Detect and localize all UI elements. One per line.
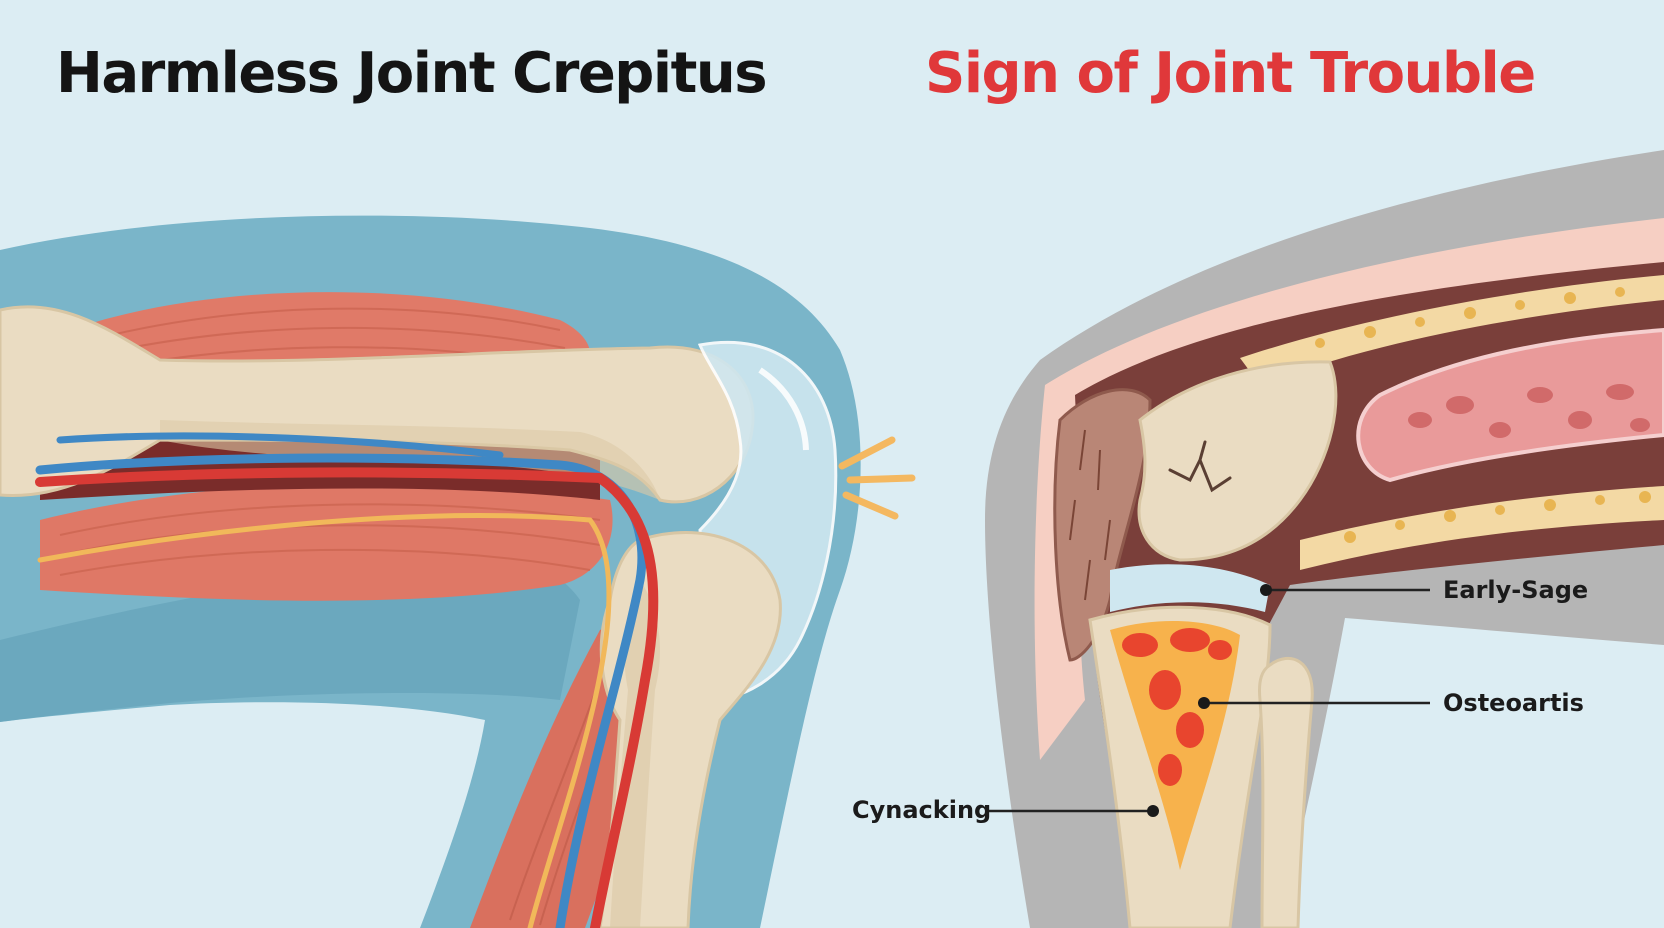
lower-muscle: [40, 482, 613, 601]
lower-muscle-fibers: [59, 503, 601, 576]
upper-fat-band: [1240, 275, 1664, 385]
fibula: [1258, 656, 1314, 928]
callout-leaders: [988, 584, 1430, 817]
kneecap-cracks: [1069, 429, 1111, 601]
healthy-knee: [0, 215, 916, 928]
early-stage-label: Early-Sage: [1443, 576, 1589, 604]
harmless-crepitus-title: Harmless Joint Crepitus: [56, 41, 768, 106]
joint-trouble-title: Sign of Joint Trouble: [925, 41, 1536, 106]
cartilage: [1110, 564, 1270, 612]
healthy-skin-shadow: [0, 559, 580, 722]
osteoarthritis-label: Osteoartis: [1443, 689, 1584, 717]
condyle-crack: [1168, 440, 1232, 493]
femur-condyle: [1137, 360, 1338, 562]
cracking-label: Cynacking: [852, 796, 992, 824]
tibia-lesions: [1122, 628, 1232, 786]
fat-dots-upper: [1315, 287, 1625, 348]
artery: [35, 467, 659, 928]
lower-fat-band: [1300, 486, 1664, 570]
marrow-pores: [1408, 384, 1650, 438]
early-stage-dot: [1260, 584, 1272, 596]
arthritic-knee: [985, 150, 1664, 928]
tibia-marrow: [1110, 620, 1240, 870]
nerve: [37, 513, 612, 928]
fat-dots-lower: [1344, 491, 1651, 543]
osteoarthritis-dot: [1198, 697, 1210, 709]
vein-upper-branch: [56, 432, 504, 459]
bone-marrow: [1356, 327, 1664, 483]
pop-sound-icon: [838, 436, 916, 520]
joint-highlight: [758, 367, 809, 451]
cracking-dot: [1147, 805, 1159, 817]
